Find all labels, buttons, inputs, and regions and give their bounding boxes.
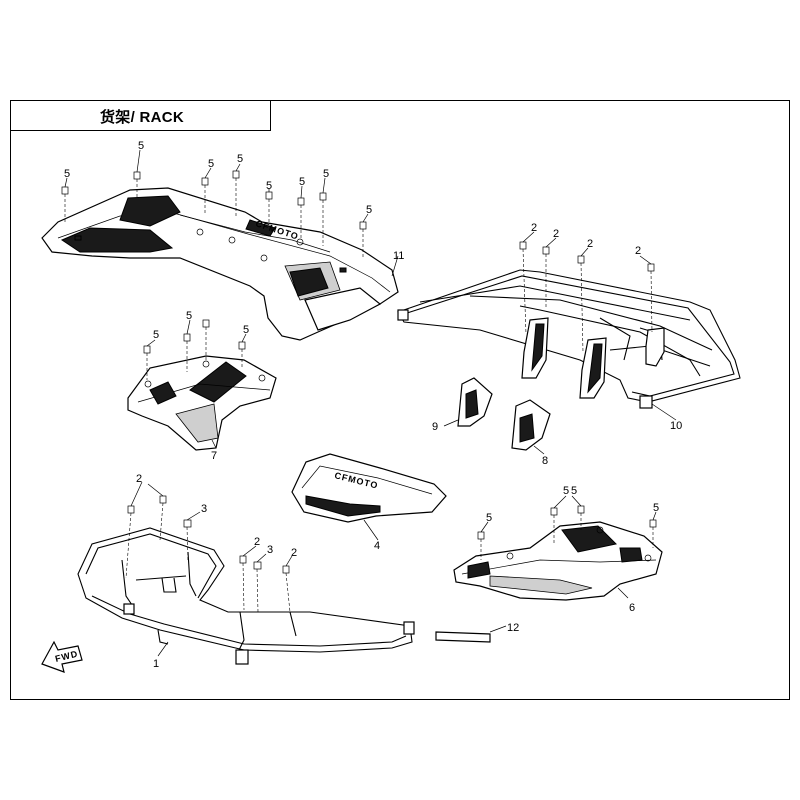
part-11-bolts xyxy=(61,149,399,277)
fwd-direction-arrow: FWD xyxy=(41,640,83,673)
callout-5: 5 xyxy=(366,204,372,216)
part-10-rear-rack-frame xyxy=(397,269,741,409)
callout-5: 5 xyxy=(323,168,329,180)
callout-8: 8 xyxy=(542,455,548,467)
part-1-front-rack-frame xyxy=(77,527,415,665)
page-title: 货架/ RACK xyxy=(100,109,185,126)
callout-1: 1 xyxy=(153,658,159,670)
callout-5: 5 xyxy=(186,310,192,322)
callout-12: 12 xyxy=(507,622,519,634)
part-4-storage-lid: CFMOTO xyxy=(291,453,447,541)
callout-5: 5 xyxy=(571,485,577,497)
callout-9: 9 xyxy=(432,421,438,433)
callout-3: 3 xyxy=(267,544,273,556)
callout-labels: 5 5 5 5 5 5 5 5 11 2 2 2 2 10 5 5 5 7 9 … xyxy=(64,140,682,670)
part-6-front-rack-cover xyxy=(453,521,663,601)
callout-2: 2 xyxy=(136,473,142,485)
part-7-front-rack-cover xyxy=(127,355,277,451)
callout-5: 5 xyxy=(237,153,243,165)
callout-5: 5 xyxy=(138,140,144,152)
part-11-rear-rack-cover: CFMOTO xyxy=(41,187,399,341)
part-7-bolts xyxy=(143,319,247,449)
part-6-bolts xyxy=(477,495,657,599)
part-10-bolts xyxy=(519,231,677,421)
callout-5: 5 xyxy=(299,176,305,188)
callout-2: 2 xyxy=(553,228,559,240)
callout-2: 2 xyxy=(254,536,260,548)
callout-3: 3 xyxy=(201,503,207,515)
title-box xyxy=(10,100,271,131)
callout-5: 5 xyxy=(153,329,159,341)
diagram-frame xyxy=(10,100,790,700)
callout-7: 7 xyxy=(211,450,217,462)
callout-5: 5 xyxy=(64,168,70,180)
part-9-bracket xyxy=(443,377,493,427)
callout-5: 5 xyxy=(266,180,272,192)
part-8-bracket xyxy=(511,399,551,455)
callout-10: 10 xyxy=(670,420,682,432)
callout-5: 5 xyxy=(563,485,569,497)
callout-2: 2 xyxy=(531,222,537,234)
callout-11: 11 xyxy=(393,250,404,262)
callout-5: 5 xyxy=(243,324,249,336)
callout-2: 2 xyxy=(635,245,641,257)
callout-6: 6 xyxy=(629,602,635,614)
callout-2: 2 xyxy=(587,238,593,250)
callout-5: 5 xyxy=(208,158,214,170)
callout-2: 2 xyxy=(291,547,297,559)
callout-4: 4 xyxy=(374,540,380,552)
callout-5: 5 xyxy=(653,502,659,514)
part-12-strip xyxy=(435,625,507,643)
callout-5: 5 xyxy=(486,512,492,524)
part-1-bolts xyxy=(125,481,293,657)
